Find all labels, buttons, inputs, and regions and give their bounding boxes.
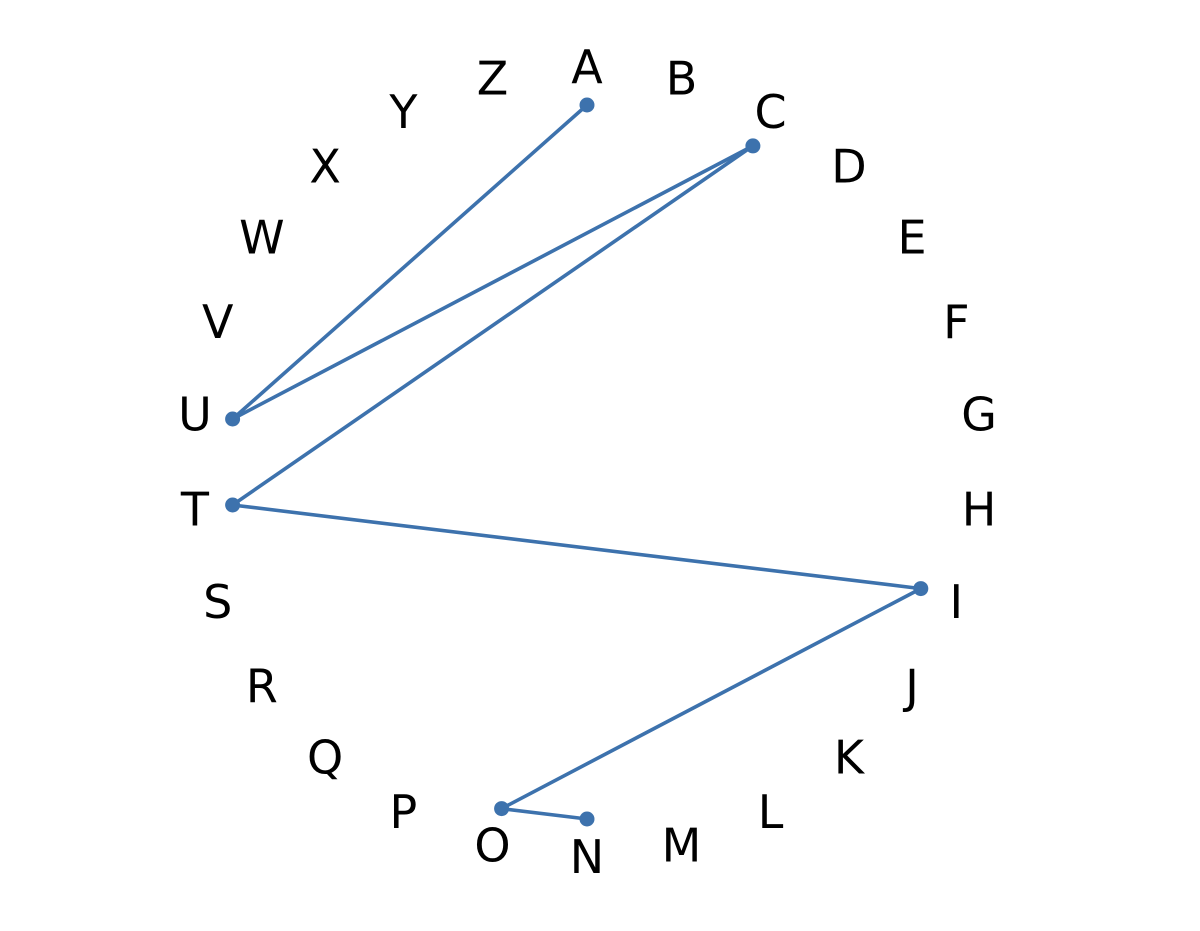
letter-label-k: K bbox=[834, 731, 866, 785]
letter-label-o: O bbox=[474, 819, 510, 873]
node-t bbox=[225, 497, 241, 513]
edge-i-o bbox=[499, 586, 923, 811]
path-nodes bbox=[225, 97, 929, 827]
letter-label-h: H bbox=[962, 483, 997, 537]
letter-label-t: T bbox=[180, 483, 210, 537]
letter-label-v: V bbox=[202, 295, 234, 349]
letter-label-l: L bbox=[758, 785, 784, 839]
node-c bbox=[745, 138, 761, 154]
letter-label-e: E bbox=[898, 211, 927, 265]
edge-u-c bbox=[230, 144, 755, 421]
letter-label-f: F bbox=[943, 295, 969, 349]
edge-o-n bbox=[499, 806, 589, 821]
letter-label-a: A bbox=[571, 40, 603, 94]
letter-label-u: U bbox=[178, 387, 212, 441]
letter-label-p: P bbox=[390, 785, 418, 839]
edge-t-i bbox=[230, 503, 923, 591]
letter-label-x: X bbox=[309, 139, 341, 193]
edge-a-u bbox=[230, 103, 589, 421]
letter-label-i: I bbox=[950, 575, 964, 629]
letter-label-z: Z bbox=[477, 52, 509, 106]
node-a bbox=[579, 97, 595, 113]
edge-c-t bbox=[230, 144, 755, 507]
letter-label-r: R bbox=[246, 659, 278, 713]
letter-label-w: W bbox=[239, 211, 284, 265]
letter-label-g: G bbox=[961, 387, 997, 441]
letter-label-q: Q bbox=[307, 731, 343, 785]
node-u bbox=[225, 411, 241, 427]
letter-label-j: J bbox=[902, 659, 919, 713]
letter-label-y: Y bbox=[388, 85, 418, 139]
path-edges bbox=[230, 103, 923, 821]
letter-label-n: N bbox=[570, 830, 604, 884]
letter-label-c: C bbox=[755, 85, 787, 139]
letter-label-s: S bbox=[203, 575, 232, 629]
node-i bbox=[913, 581, 929, 597]
node-n bbox=[579, 811, 595, 827]
letter-label-d: D bbox=[831, 139, 866, 193]
letter-label-b: B bbox=[666, 52, 698, 106]
letter-label-m: M bbox=[662, 819, 702, 873]
node-o bbox=[494, 801, 510, 817]
